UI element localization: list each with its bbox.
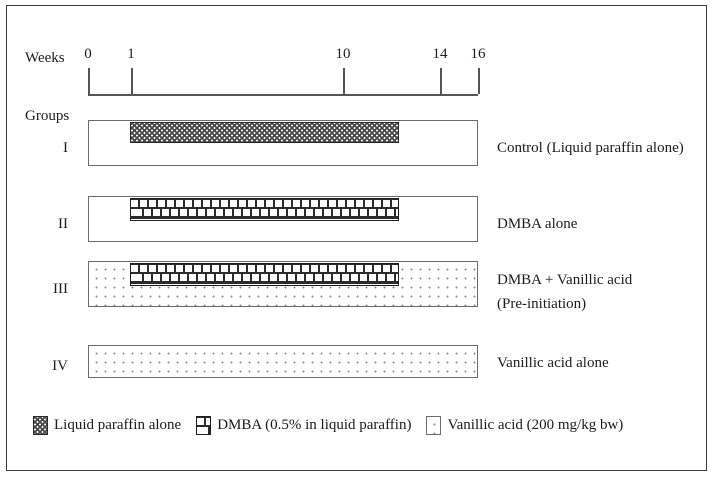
group-label-iv: IV [52,358,68,374]
axis-baseline [88,94,478,96]
legend-label-vanillic-acid: Vanillic acid (200 mg/kg bw) [447,417,624,433]
vanillic-acid-swatch-icon [426,416,442,435]
axis-title-weeks: Weeks [25,50,65,66]
legend: Liquid paraffin alone DMBA (0.5% in liqu… [33,416,623,435]
legend-item-dmba: DMBA (0.5% in liquid paraffin) [196,416,411,435]
group-label-iii: III [53,281,68,297]
tick-label-0: 0 [84,46,92,62]
treatment-label-i: Control (Liquid paraffin alone) [497,140,684,156]
group-ii-dmba-segment [130,198,399,221]
dmba-swatch-icon [196,416,212,435]
treatment-label-iii-line2: (Pre-initiation) [497,296,587,312]
treatment-label-ii: DMBA alone [497,216,578,232]
legend-item-liquid-paraffin: Liquid paraffin alone [33,416,181,435]
group-iii-dmba-segment [130,263,399,286]
groups-header: Groups [25,108,70,124]
group-bar-iii [88,261,478,307]
treatment-label-iii: DMBA + Vanillic acid [497,272,633,288]
tick-mark-0 [88,68,90,94]
tick-label-16: 16 [470,46,486,62]
tick-label-14: 14 [432,46,448,62]
group-i-liquid-paraffin-segment [130,122,399,143]
group-bar-i [88,120,478,166]
group-bar-iv [88,345,478,378]
figure-border [6,5,707,471]
legend-label-dmba: DMBA (0.5% in liquid paraffin) [217,417,412,433]
group-label-i: I [63,140,68,156]
tick-mark-16 [478,68,480,94]
tick-label-1: 1 [127,46,135,62]
tick-mark-10 [343,68,345,94]
tick-mark-1 [131,68,133,94]
legend-label-liquid-paraffin: Liquid paraffin alone [54,417,182,433]
legend-item-vanillic-acid: Vanillic acid (200 mg/kg bw) [426,416,623,435]
liquid-paraffin-swatch-icon [33,416,48,435]
tick-label-10: 10 [335,46,351,62]
treatment-label-iv: Vanillic acid alone [497,355,609,371]
tick-mark-14 [440,68,442,94]
group-label-ii: II [58,216,68,232]
group-bar-ii [88,196,478,242]
